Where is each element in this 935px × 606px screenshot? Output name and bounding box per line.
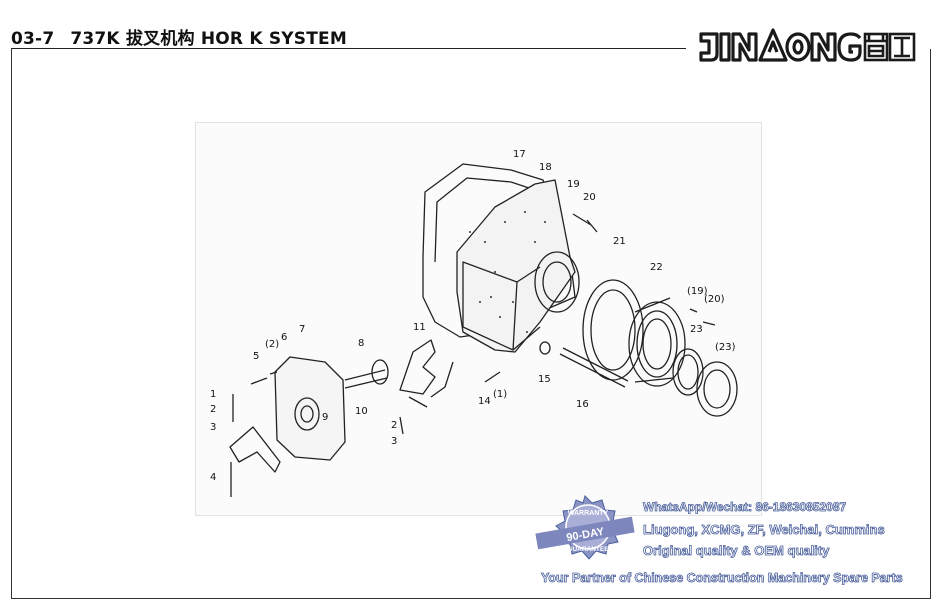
- watermark-tagline: Your Partner of Chinese Construction Mac…: [541, 571, 903, 586]
- part-label-(20): (20): [704, 294, 725, 305]
- part-label-20: 20: [583, 192, 596, 203]
- part-label-3b: 3: [391, 436, 397, 447]
- brand-logo: [699, 28, 916, 62]
- shaft: [559, 347, 629, 388]
- part-label-1: 1: [210, 389, 216, 400]
- part-label-15: 15: [538, 374, 551, 385]
- bearing-housing: [628, 301, 686, 387]
- part-label-23: 23: [690, 324, 703, 335]
- part-label-2: 2: [210, 404, 216, 415]
- watermark-contact: WhatsApp/Wechat: 86-18630852087: [643, 500, 847, 515]
- part-label-14: 14: [478, 396, 491, 407]
- part-label-4: 4: [210, 472, 216, 483]
- stamp-bottom-text: GUARANTEE: [567, 546, 609, 553]
- part-label-(2): (2): [265, 339, 279, 350]
- part-label-11: 11: [413, 322, 426, 333]
- oil-seal: [696, 361, 738, 417]
- part-label-17: 17: [513, 149, 526, 160]
- part-label-9: 9: [322, 412, 328, 423]
- watermark-quality: Original quality & OEM quality: [643, 543, 830, 559]
- watermark-brands: Liugong, XCMG, ZF, Weichai, Cummins: [643, 522, 886, 538]
- part-label-6: 6: [281, 332, 287, 343]
- part-label-2b: 2: [391, 420, 397, 431]
- housing-body: [456, 179, 576, 353]
- seal-ring: [672, 348, 704, 396]
- part-label-3: 3: [210, 422, 216, 433]
- stamp-top-text: WARRANTY: [568, 510, 609, 517]
- page-title: 03-7 737K 拔叉机构 HOR K SYSTEM: [11, 24, 347, 49]
- cover-plate: [274, 356, 346, 461]
- part-label-(19): (19): [687, 286, 708, 297]
- part-label-8: 8: [358, 338, 364, 349]
- shift-lever: [229, 426, 281, 473]
- part-label-5: 5: [253, 351, 259, 362]
- part-label-19: 19: [567, 179, 580, 190]
- part-label-18: 18: [539, 162, 552, 173]
- shift-fork: [399, 339, 436, 395]
- page-frame: [11, 49, 931, 599]
- part-label-16: 16: [576, 399, 589, 410]
- section-code: 03-7: [11, 29, 55, 49]
- section-title: 737K 拔叉机构 HOR K SYSTEM: [70, 29, 347, 49]
- header-rule: [11, 48, 686, 49]
- part-label-10: 10: [355, 406, 368, 417]
- part-label-(23): (23): [715, 342, 736, 353]
- part-label-21: 21: [613, 236, 626, 247]
- gasket: [582, 279, 644, 381]
- exploded-parts-diagram: 1 2 3 4 5 (2) 6 7 8 9 10 11 2 3 (1) 14 1…: [210, 149, 738, 497]
- part-label-(1): (1): [493, 389, 507, 400]
- part-label-7: 7: [299, 324, 305, 335]
- warranty-stamp: WARRANTY 90-DAY GUARANTEE: [535, 495, 635, 560]
- part-label-22: 22: [650, 262, 663, 273]
- housing-cover: [422, 163, 576, 338]
